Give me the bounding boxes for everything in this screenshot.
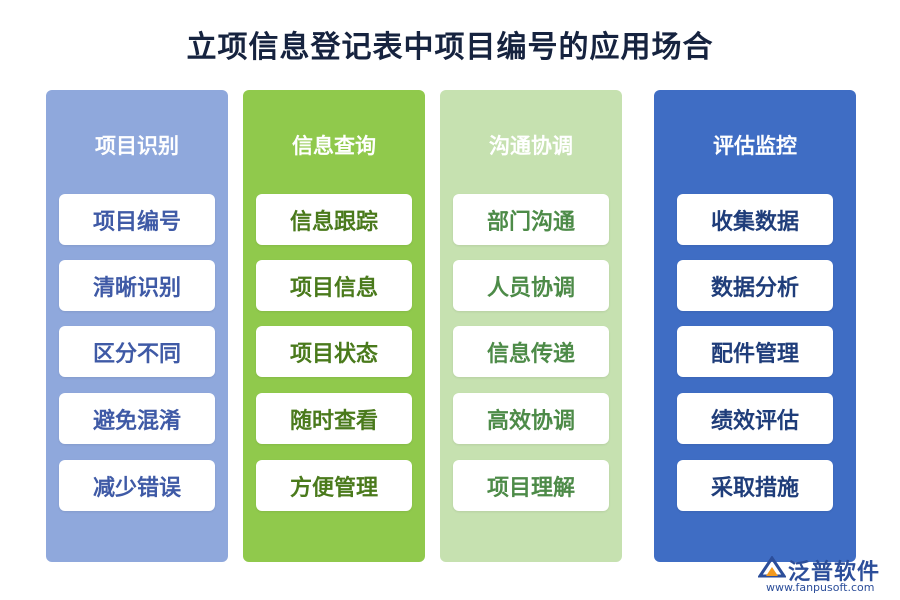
page-title: 立项信息登记表中项目编号的应用场合 <box>186 30 714 65</box>
list-item: 清晰识别 <box>59 260 215 311</box>
column-evaluation-monitoring: 评估监控 收集数据 数据分析 配件管理 绩效评估 采取措施 <box>654 90 856 562</box>
list-item: 人员协调 <box>453 260 609 311</box>
brand-logo: 泛普软件 www.fanpusoft.com <box>758 554 888 594</box>
list-item: 高效协调 <box>453 393 609 444</box>
list-item: 减少错误 <box>59 460 215 511</box>
list-item: 数据分析 <box>677 260 833 311</box>
list-item: 采取措施 <box>677 460 833 511</box>
list-item: 区分不同 <box>59 326 215 377</box>
list-item: 绩效评估 <box>677 393 833 444</box>
list-item: 信息跟踪 <box>256 194 412 245</box>
list-item: 随时查看 <box>256 393 412 444</box>
column-heading: 项目识别 <box>95 134 179 158</box>
list-item: 项目理解 <box>453 460 609 511</box>
logo-icon <box>758 556 786 578</box>
list-item: 收集数据 <box>677 194 833 245</box>
column-info-query: 信息查询 信息跟踪 项目信息 项目状态 随时查看 方便管理 <box>243 90 425 562</box>
column-communication: 沟通协调 部门沟通 人员协调 信息传递 高效协调 项目理解 <box>440 90 622 562</box>
list-item: 配件管理 <box>677 326 833 377</box>
logo-url: www.fanpusoft.com <box>766 581 875 594</box>
column-project-identification: 项目识别 项目编号 清晰识别 区分不同 避免混淆 减少错误 <box>46 90 228 562</box>
list-item: 项目信息 <box>256 260 412 311</box>
list-item: 信息传递 <box>453 326 609 377</box>
list-item: 避免混淆 <box>59 393 215 444</box>
list-item: 项目状态 <box>256 326 412 377</box>
logo-name: 泛普软件 <box>788 560 881 585</box>
list-item: 项目编号 <box>59 194 215 245</box>
column-heading: 评估监控 <box>713 134 797 158</box>
column-heading: 沟通协调 <box>489 134 573 158</box>
column-heading: 信息查询 <box>292 134 376 158</box>
list-item: 部门沟通 <box>453 194 609 245</box>
list-item: 方便管理 <box>256 460 412 511</box>
